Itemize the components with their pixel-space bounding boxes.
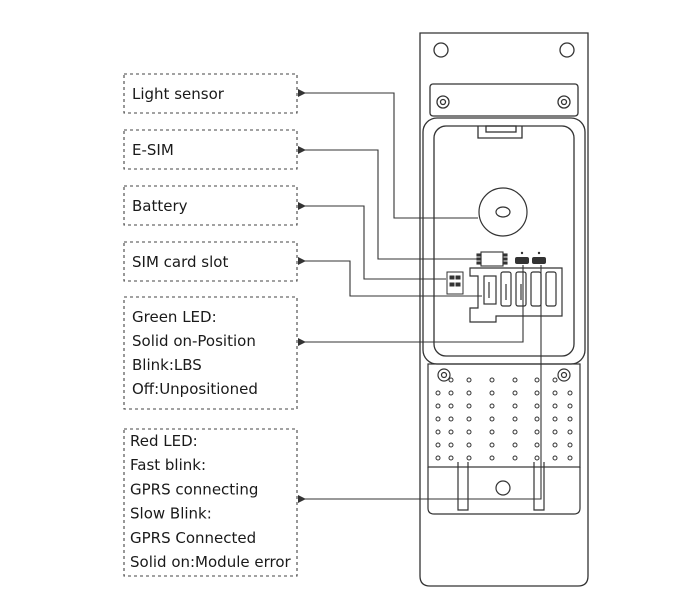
grille-hole xyxy=(435,403,441,409)
device-housing xyxy=(419,32,589,587)
green-led-label-line: Blink:LBS xyxy=(132,356,202,374)
sim-card-slot xyxy=(469,267,563,323)
grille-hole xyxy=(512,377,518,383)
grille-hole xyxy=(448,403,454,409)
red-led-label-line: Solid on:Module error xyxy=(130,553,292,571)
battery-label-line: Battery xyxy=(132,197,188,215)
grille-hole xyxy=(534,403,540,409)
grille-hole xyxy=(534,377,540,383)
grille-hole xyxy=(512,416,518,422)
grille-hole xyxy=(489,429,495,435)
grille-hole xyxy=(552,429,558,435)
grille-hole xyxy=(435,455,441,461)
esim-label-line: E-SIM xyxy=(132,141,174,159)
grille-hole xyxy=(552,455,558,461)
grille-hole xyxy=(534,442,540,448)
led-indicators xyxy=(515,251,546,264)
grille-hole xyxy=(567,403,573,409)
grille-hole xyxy=(512,403,518,409)
grille-hole xyxy=(466,455,472,461)
grille-hole xyxy=(448,442,454,448)
esim-leader xyxy=(298,146,477,260)
grille-hole xyxy=(512,429,518,435)
light-sensor xyxy=(478,187,528,237)
green-led-label-line: Off:Unpositioned xyxy=(132,380,258,398)
grille-hole xyxy=(435,442,441,448)
grille-hole xyxy=(466,416,472,422)
green-led-callout xyxy=(123,296,298,410)
grille-hole xyxy=(552,442,558,448)
grille-hole xyxy=(567,442,573,448)
red-led-label-line: Fast blink: xyxy=(130,456,206,474)
esim-chip xyxy=(476,251,508,267)
grille-hole xyxy=(489,455,495,461)
grille-hole xyxy=(512,442,518,448)
grille-hole xyxy=(489,403,495,409)
grille-hole xyxy=(448,429,454,435)
light-sensor-callout xyxy=(123,73,298,114)
grille-hole xyxy=(552,403,558,409)
grille-hole xyxy=(534,416,540,422)
grille-hole xyxy=(567,455,573,461)
grille-hole xyxy=(552,377,558,383)
red-led-callout xyxy=(123,428,298,577)
red-led-label-line: GPRS Connected xyxy=(130,529,256,547)
grille-hole xyxy=(448,455,454,461)
battery-compartment xyxy=(422,117,586,365)
red-led-label-line: GPRS connecting xyxy=(130,480,258,498)
grille-hole xyxy=(534,429,540,435)
grille-hole xyxy=(466,403,472,409)
grille-hole xyxy=(512,455,518,461)
grille-hole xyxy=(512,390,518,396)
red-led-leader xyxy=(298,265,542,503)
grille-hole xyxy=(489,377,495,383)
grille-dots xyxy=(435,377,573,461)
sim-slot-label-line: SIM card slot xyxy=(132,253,228,271)
grille-hole xyxy=(567,416,573,422)
grille-hole xyxy=(534,390,540,396)
green-led-label-line: Green LED: xyxy=(132,308,217,326)
grille-hole xyxy=(567,390,573,396)
battery-leader xyxy=(298,202,446,280)
grille-hole xyxy=(435,429,441,435)
light-sensor-leader xyxy=(298,89,478,219)
grille-hole xyxy=(489,442,495,448)
sim-slot-leader xyxy=(298,257,482,297)
grille-hole xyxy=(552,416,558,422)
grille-hole xyxy=(534,455,540,461)
battery-connector xyxy=(446,271,464,295)
grille-hole xyxy=(466,390,472,396)
green-led-leader xyxy=(298,265,524,346)
grille-hole xyxy=(489,416,495,422)
grille-hole xyxy=(435,390,441,396)
esim-callout xyxy=(123,129,298,170)
battery-callout xyxy=(123,185,298,226)
green-led-label-line: Solid on-Position xyxy=(132,332,256,350)
grille-hole xyxy=(448,390,454,396)
grille-hole xyxy=(435,416,441,422)
grille-hole xyxy=(489,390,495,396)
grille-hole xyxy=(466,442,472,448)
light-sensor-label-line: Light sensor xyxy=(132,85,225,103)
grille-hole xyxy=(466,429,472,435)
grille-area xyxy=(427,363,581,468)
red-led-label-line: Slow Blink: xyxy=(130,505,212,523)
grille-hole xyxy=(567,429,573,435)
sim-slot-callout xyxy=(123,241,298,282)
red-led-label-line: Red LED: xyxy=(130,432,198,450)
grille-hole xyxy=(448,416,454,422)
bottom-clip xyxy=(427,462,581,515)
grille-hole xyxy=(448,377,454,383)
grille-hole xyxy=(466,377,472,383)
grille-hole xyxy=(552,390,558,396)
